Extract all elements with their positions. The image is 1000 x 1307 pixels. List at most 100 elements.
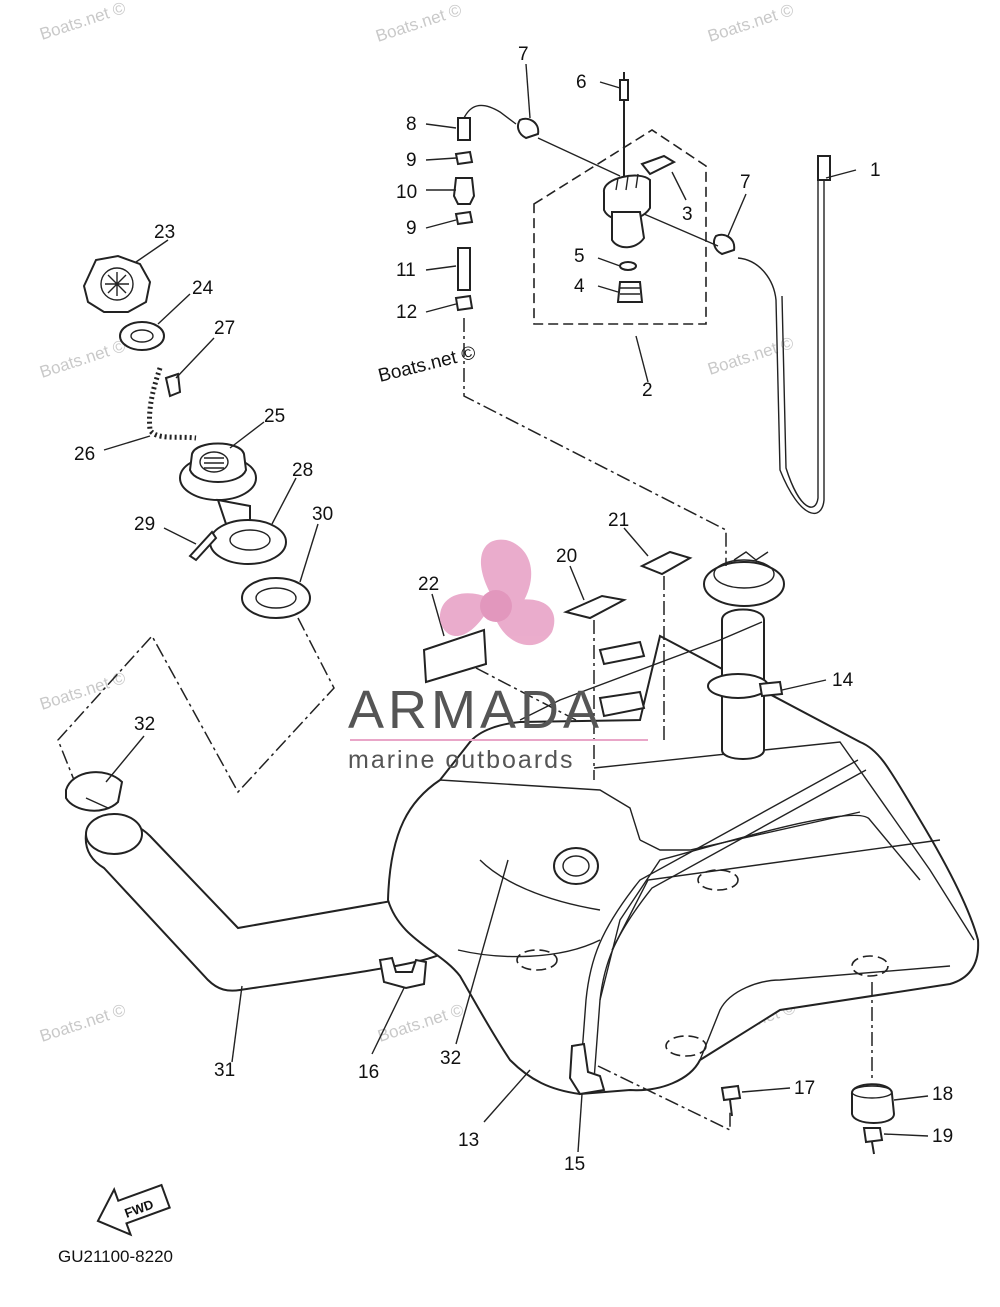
part-label: 3 [682, 204, 693, 225]
leader-16 [371, 987, 405, 1055]
vent-hose-8 [457, 117, 471, 141]
diagram-code: GU21100-8220 [58, 1247, 173, 1266]
part-label: 10 [396, 182, 417, 203]
leader-21 [623, 527, 649, 557]
part-label: 2 [642, 380, 653, 401]
part-label: 18 [932, 1084, 953, 1105]
tank-front-contour [479, 859, 601, 911]
leader-13 [483, 1069, 531, 1123]
chain-screw [164, 372, 182, 398]
fuel-sender-head-top [713, 559, 775, 589]
watermark: Boats.net © [37, 336, 128, 382]
watermark: Boats.net © [37, 1000, 128, 1046]
part-label: 23 [154, 222, 175, 243]
part-label: 8 [406, 114, 417, 135]
propeller-icon [439, 539, 555, 646]
forward-arrow: FWD [96, 1183, 171, 1237]
fuel-cock-lever [640, 154, 677, 176]
fuel-cock-rod-tip [619, 79, 629, 101]
leader-7 [525, 63, 531, 119]
bolt-17-line [597, 1065, 731, 1132]
part-label: 32 [440, 1048, 461, 1069]
neck-gasket [209, 519, 287, 565]
leader-20 [569, 565, 585, 601]
sender-connector-2 [598, 640, 646, 666]
leader-3 [671, 171, 687, 201]
decal-22-line [475, 667, 577, 721]
part-label: 17 [794, 1078, 815, 1099]
tank-fill-port [553, 847, 599, 885]
armada-logo: ARMADA marine outboards [348, 539, 648, 774]
tank-deck-edge [439, 779, 641, 841]
clip-12 [454, 294, 474, 312]
sender-lead-wire [519, 621, 763, 721]
part-label: 12 [396, 302, 417, 323]
part-label: 27 [214, 318, 235, 339]
rubber-mount [851, 1083, 896, 1124]
cap-gasket [119, 321, 165, 351]
fwd-arrow-icon [96, 1183, 171, 1237]
hose-clip-7 [517, 117, 540, 140]
part-label: 9 [406, 218, 417, 239]
tank-ridge [639, 811, 861, 851]
tank-top-edge [593, 741, 975, 941]
leader-6 [599, 81, 621, 89]
leader-7b [727, 193, 747, 237]
fuel-filter [616, 281, 644, 303]
leader-27 [175, 337, 215, 379]
fuel-cock-ports [615, 173, 639, 191]
leader-18 [893, 1095, 929, 1101]
part-label: 14 [832, 670, 854, 691]
watermark: Boats.net © [705, 0, 796, 46]
leader-15 [577, 1093, 583, 1153]
neck-ring [241, 577, 311, 619]
breather-hose-top [817, 155, 831, 181]
decal-20 [562, 594, 628, 620]
mount-pad [665, 1035, 707, 1057]
tank-body [386, 634, 980, 1096]
hose-clamp-screw [85, 797, 109, 809]
part-label: 31 [214, 1060, 235, 1081]
bolt-17 [720, 1084, 742, 1102]
rubber-mount-top [851, 1085, 893, 1099]
vent-hose-8-line [463, 104, 517, 125]
cap-gasket-inner [130, 329, 154, 343]
brand-name: ARMADA [348, 680, 603, 740]
leader-22 [431, 593, 445, 637]
filler-neck-threads [204, 457, 224, 469]
watermark: Boats.net © [375, 1000, 466, 1046]
screw-19 [862, 1127, 884, 1144]
part-label: 7 [740, 172, 751, 193]
filler-hose-end [85, 813, 143, 855]
fuel-cock-bowl [611, 211, 646, 249]
leader-9b [425, 219, 457, 229]
leader-30 [299, 523, 319, 583]
vent-alignment-line [463, 318, 727, 566]
leader-19 [883, 1133, 929, 1137]
fuel-tank [378, 550, 980, 1096]
hose-link [537, 137, 621, 177]
decal-22 [422, 628, 488, 684]
part-label: 25 [264, 406, 285, 427]
neck-ring-inner [255, 587, 297, 609]
part-label: 4 [574, 276, 585, 297]
part-label: 24 [192, 278, 214, 299]
clip-9b [454, 210, 474, 226]
part-label: 22 [418, 574, 439, 595]
decal-21 [639, 550, 693, 576]
tank-bracket-16 [378, 956, 428, 990]
fuel-cap-grip [100, 267, 134, 301]
alignment-lines [463, 318, 873, 1132]
propeller-hub [480, 590, 512, 622]
leader-2 [635, 335, 649, 383]
leader-12 [425, 303, 457, 313]
bolt-17-shank [729, 1099, 733, 1117]
part-label: 1 [870, 160, 881, 181]
mount-hardware [720, 1083, 896, 1155]
leader-25 [229, 421, 265, 449]
watermark: Boats.net © [373, 0, 464, 46]
leader-14 [781, 679, 827, 691]
propeller-blade [439, 593, 490, 637]
leader-28 [271, 477, 297, 525]
breather-hose [737, 180, 825, 515]
